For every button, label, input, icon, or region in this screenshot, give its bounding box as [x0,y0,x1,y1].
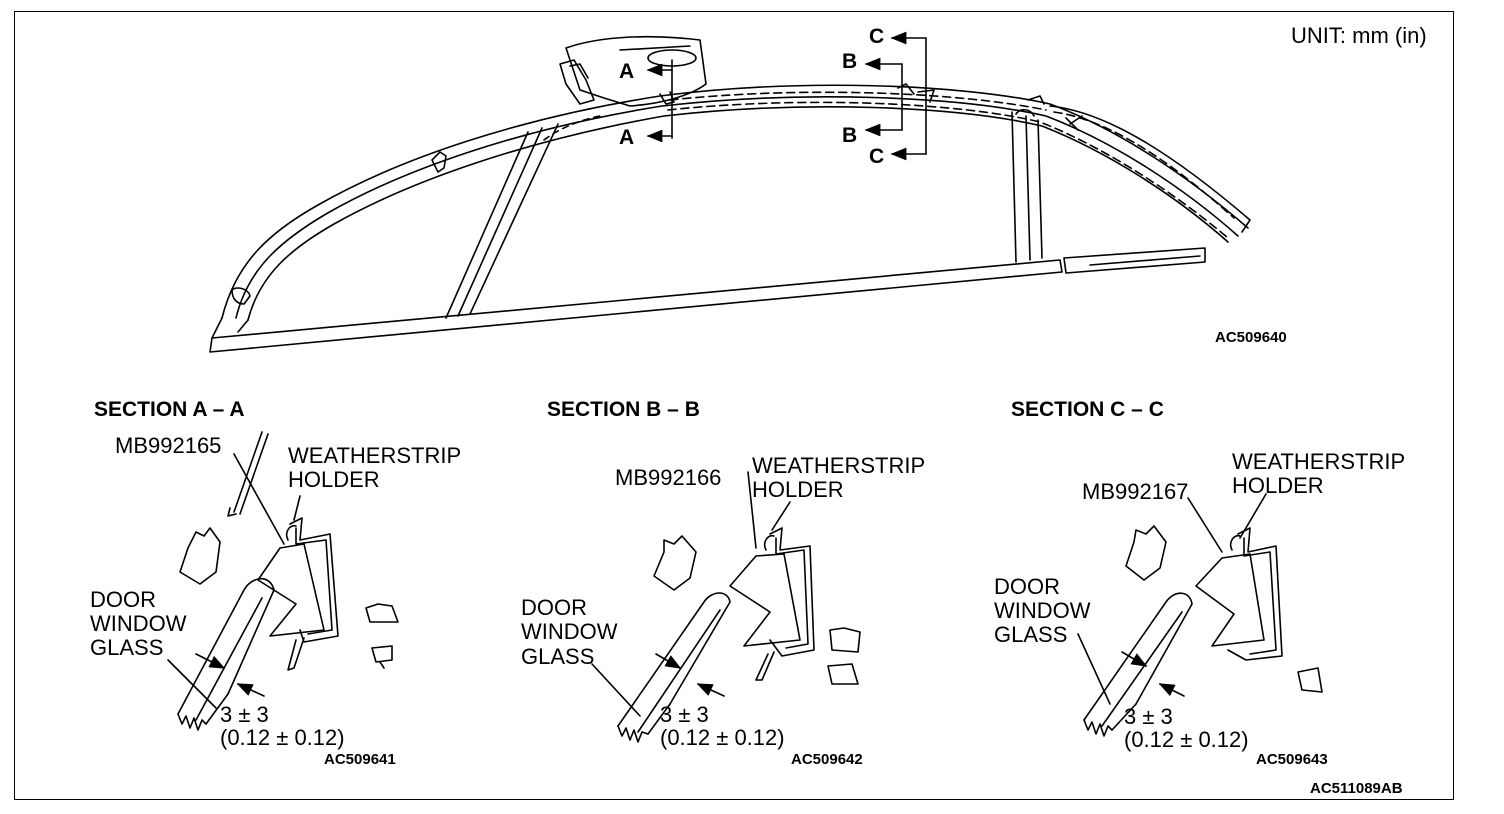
section-a-dim-in: (0.12 ± 0.12) [220,725,345,750]
unit-label: UNIT: mm (in) [1291,23,1427,48]
section-a-glass-line2: WINDOW [90,611,187,636]
section-b-glass-line3: GLASS [521,644,595,669]
marker-c-bottom: C [869,145,885,168]
section-b-tool: MB992166 [615,465,722,490]
section-b-glass-line2: WINDOW [521,619,618,644]
section-markers [646,31,927,161]
section-b-dim-in: (0.12 ± 0.12) [660,725,785,750]
section-c-glass-line3: GLASS [994,622,1068,647]
section-a-dim-mm: 3 ± 3 [220,702,269,727]
marker-c-top: C [869,25,885,48]
section-c-dim-mm: 3 ± 3 [1124,704,1173,729]
section-c-holder-line2: HOLDER [1232,473,1324,498]
section-c-dim-in: (0.12 ± 0.12) [1124,727,1249,752]
marker-a-top: A [619,60,635,83]
marker-b-bottom: B [842,124,858,147]
section-c-title: SECTION C – C [1011,398,1164,421]
marker-b-top: B [842,50,858,73]
section-a-tool: MB992165 [115,433,222,458]
section-b-title: SECTION B – B [547,398,700,421]
section-c-tool: MB992167 [1082,479,1189,504]
section-a-holder-line1: WEATHERSTRIP [288,443,462,468]
section-a-title: SECTION A – A [94,398,245,421]
marker-a-bottom: A [619,126,635,149]
section-b-dim-mm: 3 ± 3 [660,702,709,727]
section-c-code: AC509643 [1256,751,1328,768]
section-c-drawing [1077,493,1323,737]
section-c-holder-line1: WEATHERSTRIP [1232,449,1406,474]
section-b-drawing [591,471,861,743]
section-b-holder-line1: WEATHERSTRIP [752,453,926,478]
section-a-holder-line2: HOLDER [288,467,380,492]
section-a-drawing [167,431,399,731]
section-b-code: AC509642 [791,751,863,768]
figure-frame [14,11,1454,800]
door-frame-drawing [209,35,1251,353]
section-a-glass-line1: DOOR [90,587,156,612]
section-b-glass-line1: DOOR [521,595,587,620]
overview-code: AC509640 [1215,329,1287,346]
section-a-glass-line3: GLASS [90,635,164,660]
section-a-code: AC509641 [324,751,396,768]
section-c-glass-line2: WINDOW [994,598,1091,623]
section-b-holder-line2: HOLDER [752,477,844,502]
figure-code: AC511089AB [1310,780,1403,797]
section-c-glass-line1: DOOR [994,574,1060,599]
